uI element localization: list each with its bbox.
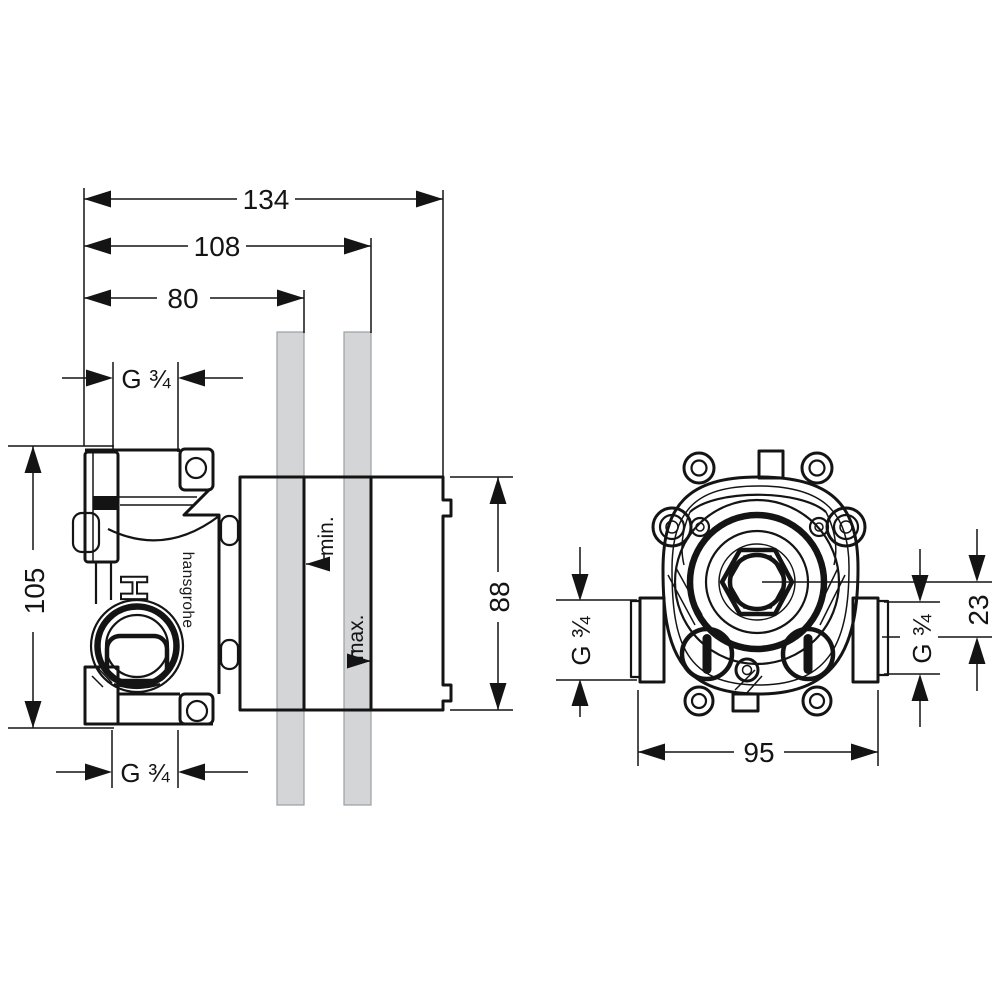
dimension-height: 105 [19,446,50,728]
mounting-ears [651,451,867,717]
arrow-up-icon [968,637,986,664]
right-pipe-cap [876,599,890,677]
dim-134-label: 134 [243,184,290,215]
arrow-left-icon [638,743,665,761]
arrow-right-icon [86,369,113,387]
top-screw-hole [184,456,208,480]
arrow-down-icon [489,683,507,710]
arrow-left-icon [178,763,205,781]
front-view [629,449,992,717]
dimension-width: 95 [637,690,879,768]
max-label: max. [345,614,368,660]
port-slot [803,634,813,674]
arrow-up-icon [24,446,42,473]
wall-layer-min [276,331,305,806]
arrow-left-icon [84,237,111,255]
dimension-axis-offset: 23 [882,529,994,691]
front-view-dimensions: 95 G ¾ G ¾ 23 [556,529,994,768]
dimension-thread-left: G ¾ [556,547,637,717]
brand-logo-text: hansgrohe [179,552,196,629]
port-slot [702,634,712,674]
fixing-boss-bottom [219,638,240,671]
wall-surface-lines [302,477,373,710]
thread-left-label: G ¾ [566,616,596,665]
arrow-right-icon [416,190,443,208]
left-pipe-connection [638,596,666,684]
min-label: min. [315,516,338,556]
dim-23-label: 23 [963,594,994,625]
handle-symbol: H [112,574,154,601]
dim-105-label: 105 [19,568,50,615]
dimension-housing-depth: 88 [484,477,515,710]
bottom-stub [731,692,760,713]
bottom-mounting-tab [178,692,215,726]
thread-top-label: G ¾ [121,364,170,394]
arrow-right-icon [85,763,112,781]
arrow-down-icon [911,575,929,602]
side-clip [71,511,101,554]
dimension-max-depth: 108 [84,231,371,262]
dim-95-label: 95 [743,737,774,768]
bottom-screw-hole [185,699,209,723]
dimension-total-depth: 134 [84,184,443,215]
right-pipe-connection [851,596,880,684]
top-stub [757,449,785,480]
arrow-right-icon [344,237,371,255]
thread-right-label: G ¾ [907,614,937,663]
max-callout: max. [345,614,371,669]
arrow-up-icon [911,674,929,701]
arrow-right-icon [347,653,371,669]
arrow-left-icon [84,289,111,307]
thread-bottom-label: G ¾ [120,758,169,788]
side-view-dimensions: 134 108 80 G ¾ 105 [8,184,515,788]
top-mounting-tab [178,447,215,492]
arrow-left-icon [178,369,205,387]
arrow-left-icon [84,190,111,208]
arrow-up-icon [489,477,507,504]
dimension-thread-right: G ¾ [884,549,940,727]
seal-band [93,496,118,510]
min-callout: min. [306,516,338,572]
arrow-down-icon [968,555,986,582]
dimension-thread-bottom: G ¾ [56,758,248,788]
service-ports [679,626,836,683]
arrow-right-icon [277,289,304,307]
dimension-min-depth: 80 [84,283,304,314]
fixing-boss-top [219,514,240,547]
side-view: H hansgrohe [71,447,240,726]
arrow-right-icon [851,743,878,761]
dim-108-label: 108 [194,231,241,262]
dim-80-label: 80 [167,283,198,314]
wall-layer-max [343,331,372,806]
arrow-left-icon [306,556,330,572]
cartridge-opening [89,598,185,694]
arrow-down-icon [571,574,589,601]
dim-88-label: 88 [484,581,515,612]
arrow-up-icon [571,679,589,706]
arrow-down-icon [24,701,42,728]
dimension-thread-top: G ¾ [62,364,243,394]
wall-layers [276,331,372,806]
